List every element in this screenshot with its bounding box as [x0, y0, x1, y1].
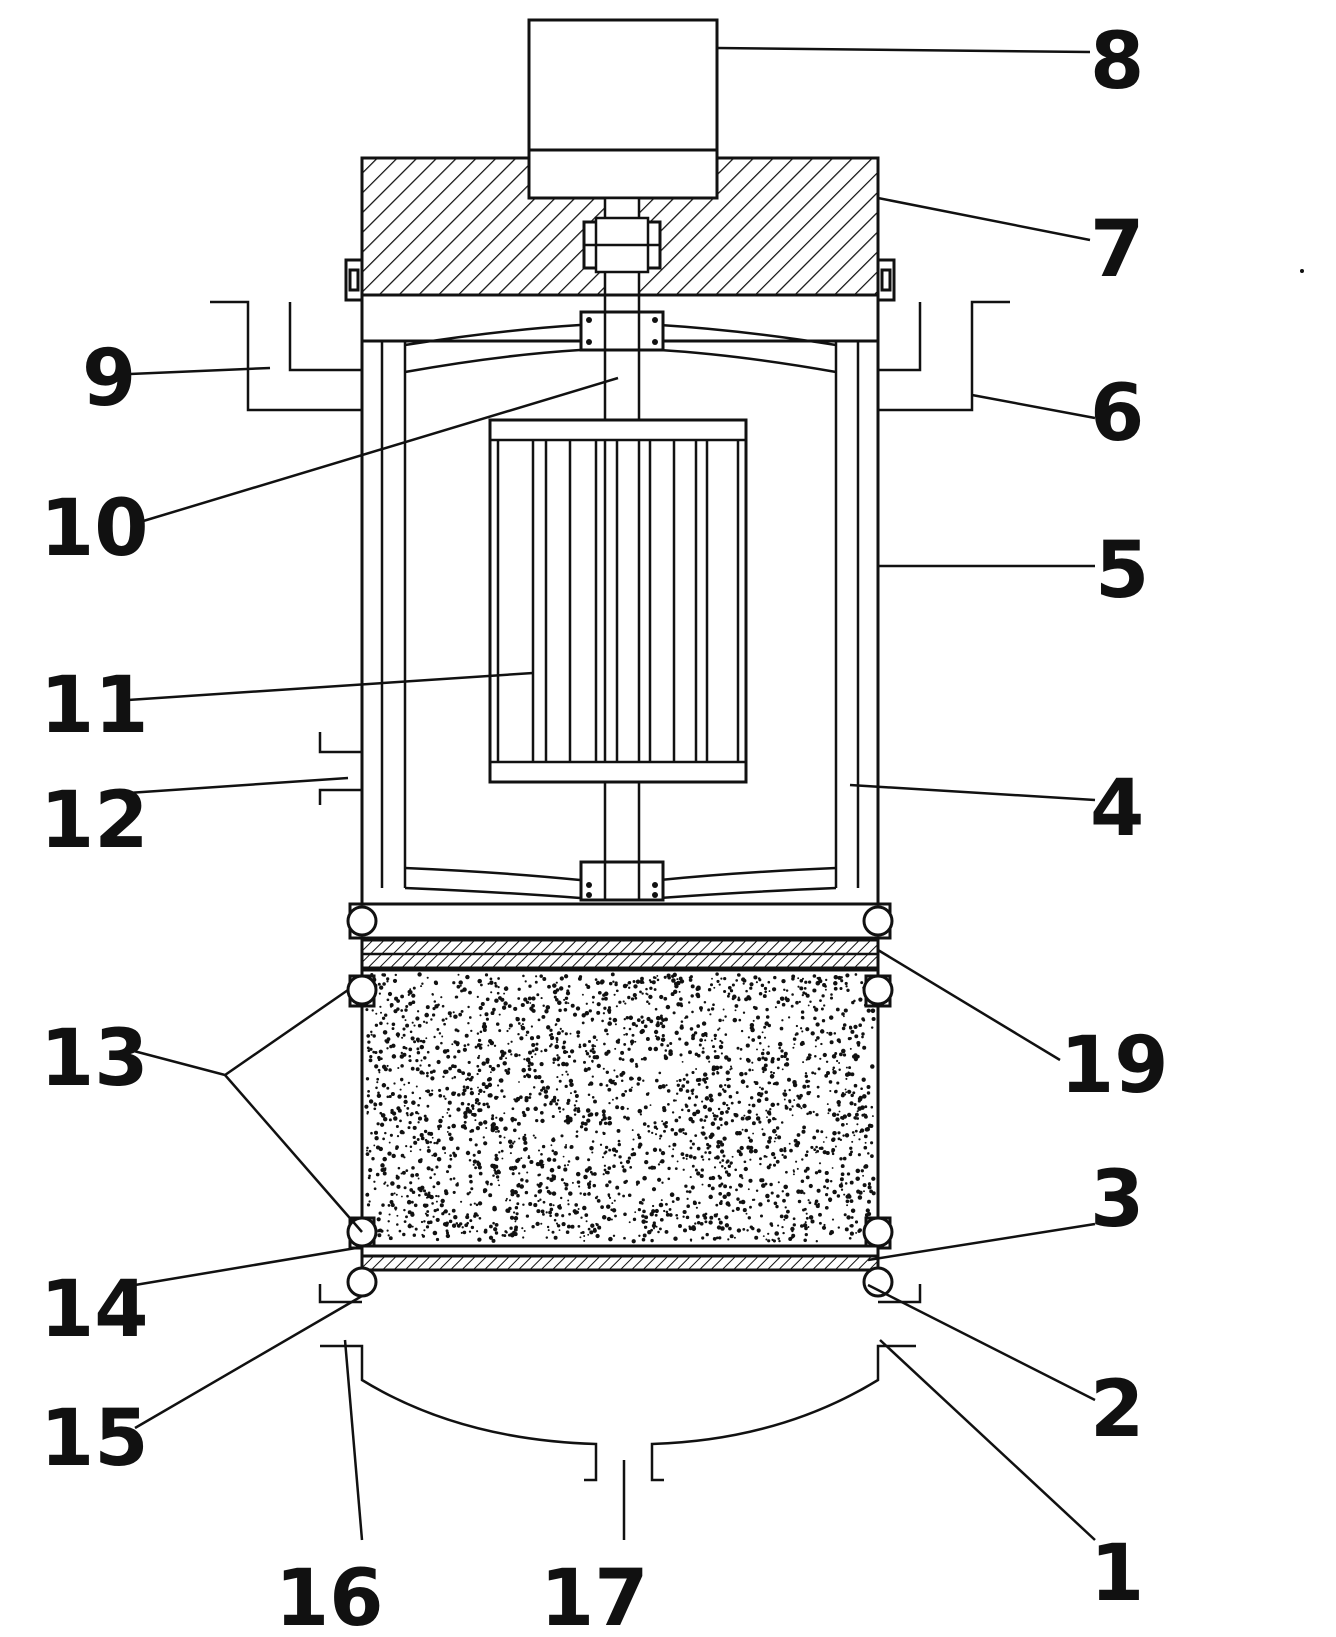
callout-4: 4	[1090, 764, 1144, 854]
filter-bed	[360, 968, 880, 1248]
callout-9: 9	[82, 334, 136, 424]
bottom-clamp-left	[318, 1266, 378, 1304]
cover-clamp-left	[344, 258, 364, 302]
inner-frame	[380, 323, 860, 900]
bottom-dish	[320, 1344, 916, 1482]
rotor-cage	[488, 418, 748, 784]
callout-19: 19	[1060, 1021, 1169, 1111]
bottom-clamp-right	[862, 1266, 922, 1304]
roller-mid-left	[346, 905, 378, 937]
side-port	[318, 732, 362, 805]
leader-lines	[127, 46, 1096, 1541]
callout-12: 12	[40, 776, 149, 866]
callout-8: 8	[1090, 17, 1144, 107]
callout-15: 15	[40, 1394, 149, 1484]
callout-1: 1	[1090, 1529, 1144, 1619]
cover-clamp-right	[876, 258, 896, 302]
callout-10: 10	[40, 484, 149, 574]
vessel-outer-wall	[360, 341, 880, 905]
callout-6: 6	[1090, 369, 1144, 459]
callout-2: 2	[1090, 1365, 1144, 1455]
lower-screen-plate	[360, 1254, 880, 1272]
callout-16: 16	[275, 1554, 384, 1637]
callout-17: 17	[540, 1554, 649, 1637]
upper-shaft-bracket	[579, 310, 665, 352]
left-upper-port	[210, 300, 362, 412]
callout-3: 3	[1090, 1155, 1144, 1245]
callout-5: 5	[1095, 526, 1149, 616]
top-cover	[360, 148, 880, 297]
callout-11: 11	[40, 661, 149, 751]
lower-shaft-bracket	[579, 860, 665, 902]
roller-mid-right	[862, 905, 894, 937]
callout-13: 13	[40, 1014, 149, 1104]
stray-dot	[1300, 269, 1304, 273]
callout-7: 7	[1090, 205, 1144, 295]
callout-14: 14	[40, 1265, 149, 1355]
middle-flange	[348, 902, 892, 940]
right-upper-port	[878, 300, 1010, 412]
